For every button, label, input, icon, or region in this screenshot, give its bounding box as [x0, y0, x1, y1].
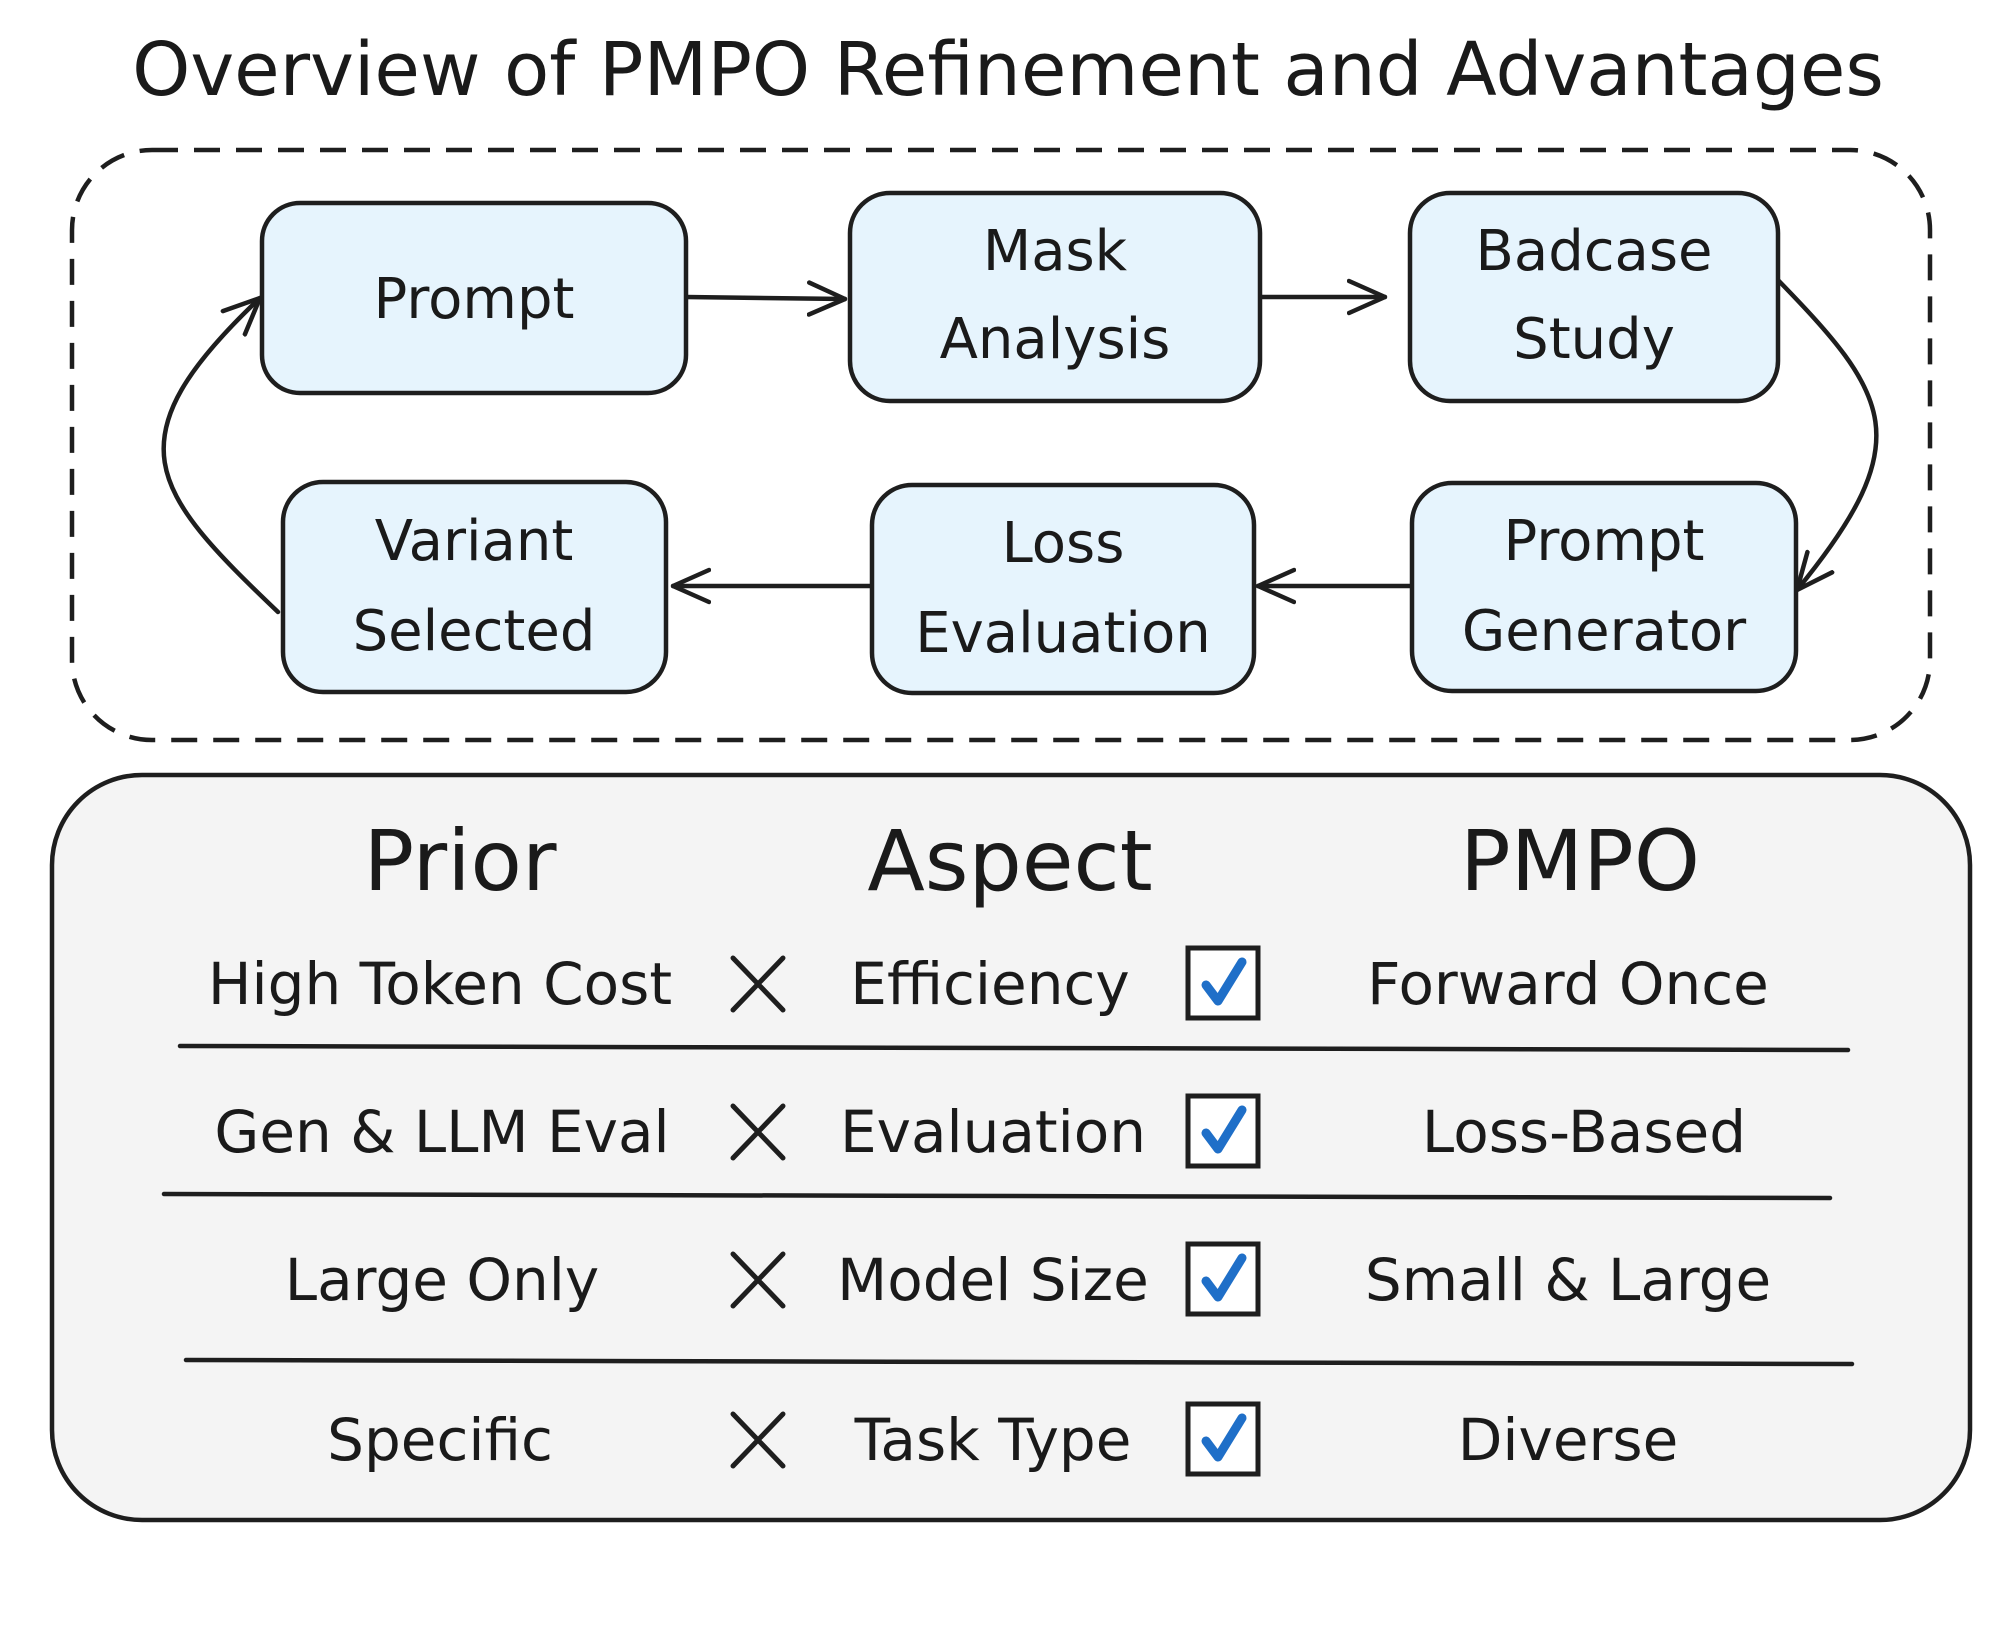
- flow-node-loss-evaluation: Loss Evaluation: [869, 482, 1257, 696]
- row-divider: [183, 1357, 1855, 1367]
- cross-icon: [730, 1103, 786, 1161]
- edge-badcase-study-to-prompt-generator: [1773, 275, 1879, 593]
- cross-icon: [730, 955, 786, 1013]
- flow-node-prompt-generator: Prompt Generator: [1409, 480, 1799, 694]
- comparison-panel: [49, 772, 1973, 1523]
- flow-node-box: [847, 190, 1263, 404]
- flow-node-label: Generator: [1462, 599, 1747, 664]
- pmpo-cell: Forward Once: [1367, 950, 1769, 1018]
- comparison-row-evaluation: Gen & LLM Eval Evaluation Loss-Based: [214, 1093, 1746, 1169]
- flow-node-box: [1407, 190, 1781, 404]
- header-prior: Prior: [364, 812, 557, 910]
- flow-node-label: Loss: [1002, 511, 1125, 576]
- prior-cell: Gen & LLM Eval: [214, 1098, 669, 1166]
- row-divider: [177, 1043, 1851, 1053]
- aspect-cell: Task Type: [854, 1406, 1132, 1474]
- prior-cell: Specific: [327, 1406, 553, 1474]
- pmpo-cell: Small & Large: [1365, 1246, 1771, 1314]
- flow-node-badcase-study: Badcase Study: [1407, 190, 1781, 404]
- diagram-title: Overview of PMPO Refinement and Advantag…: [132, 27, 1884, 113]
- comparison-row-model-size: Large Only Model Size Small & Large: [285, 1241, 1771, 1317]
- flow-node-label: Mask: [983, 219, 1128, 284]
- flow-node-label: Prompt: [374, 267, 575, 332]
- flow-node-label: Evaluation: [915, 601, 1210, 666]
- checkbox-checked-icon: [1185, 945, 1261, 1021]
- cross-icon: [730, 1411, 786, 1469]
- pmpo-cell: Diverse: [1458, 1406, 1679, 1474]
- aspect-cell: Evaluation: [840, 1098, 1146, 1166]
- flow-node-box: [869, 482, 1257, 696]
- flow-node-label: Variant: [375, 509, 574, 574]
- flow-edges: [161, 275, 1879, 615]
- header-aspect: Aspect: [867, 812, 1152, 910]
- flow-node-mask-analysis: Mask Analysis: [847, 190, 1263, 404]
- comparison-row-efficiency: High Token Cost Efficiency Forward Once: [208, 945, 1769, 1021]
- flow-node-box: [1409, 480, 1799, 694]
- row-divider: [161, 1191, 1833, 1201]
- cross-icon: [730, 1251, 786, 1309]
- flow-node-variant-selected: Variant Selected: [280, 479, 669, 695]
- prior-cell: Large Only: [285, 1246, 599, 1314]
- prior-cell: High Token Cost: [208, 950, 672, 1018]
- checkbox-checked-icon: [1185, 1401, 1261, 1477]
- flow-node-box: [259, 200, 689, 396]
- aspect-cell: Model Size: [837, 1246, 1149, 1314]
- edge-variant-selected-to-prompt: [161, 295, 281, 615]
- checkbox-checked-icon: [1185, 1241, 1261, 1317]
- flow-node-box: [280, 479, 669, 695]
- flow-node-label: Analysis: [940, 307, 1171, 372]
- flow-node-label: Prompt: [1504, 509, 1705, 574]
- comparison-row-task-type: Specific Task Type Diverse: [327, 1401, 1679, 1477]
- pmpo-cell: Loss-Based: [1422, 1098, 1746, 1166]
- header-pmpo: PMPO: [1460, 812, 1700, 910]
- flow-node-prompt: Prompt: [259, 200, 689, 396]
- checkbox-checked-icon: [1185, 1093, 1261, 1169]
- edge-prompt-to-mask-analysis: [683, 297, 848, 299]
- flow-node-label: Selected: [353, 599, 596, 664]
- aspect-cell: Efficiency: [850, 950, 1129, 1018]
- flow-node-label: Badcase: [1475, 219, 1712, 284]
- flow-node-label: Study: [1513, 307, 1675, 372]
- refinement-loop-container: [69, 147, 1933, 743]
